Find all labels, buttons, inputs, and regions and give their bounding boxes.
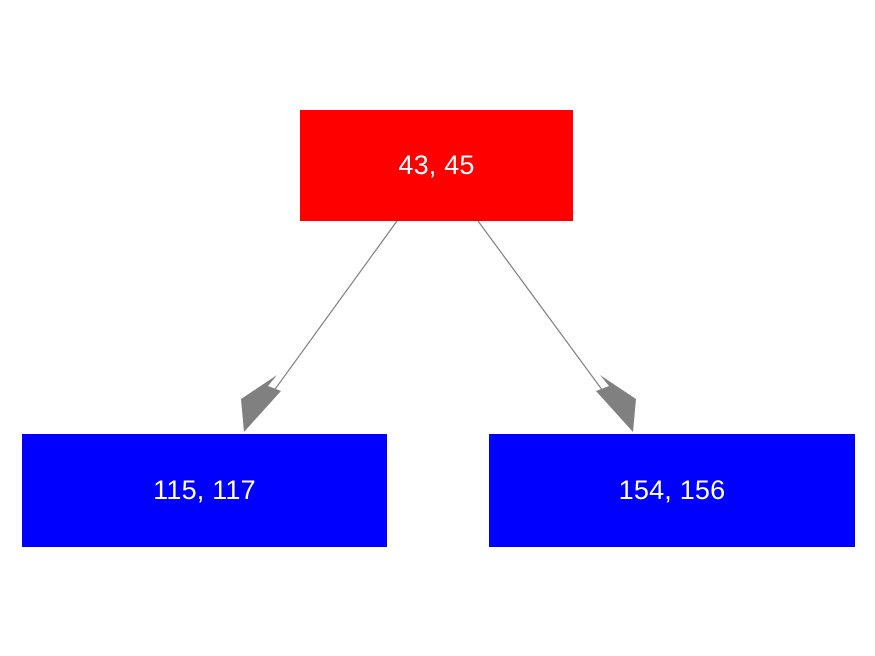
- edge-line: [251, 220, 398, 422]
- node-label: 115, 117: [153, 475, 256, 505]
- node-label: 43, 45: [398, 150, 475, 180]
- edge-root-to-right: [477, 220, 636, 432]
- node-left-child[interactable]: 115, 117: [22, 434, 387, 547]
- node-label: 154, 156: [618, 475, 726, 505]
- node-root[interactable]: 43, 45: [300, 110, 573, 221]
- edge-root-to-left: [241, 220, 398, 432]
- arrowhead-icon: [241, 375, 281, 432]
- node-right-child[interactable]: 154, 156: [489, 434, 855, 547]
- arrowhead-icon: [596, 375, 636, 432]
- edge-line: [477, 220, 626, 422]
